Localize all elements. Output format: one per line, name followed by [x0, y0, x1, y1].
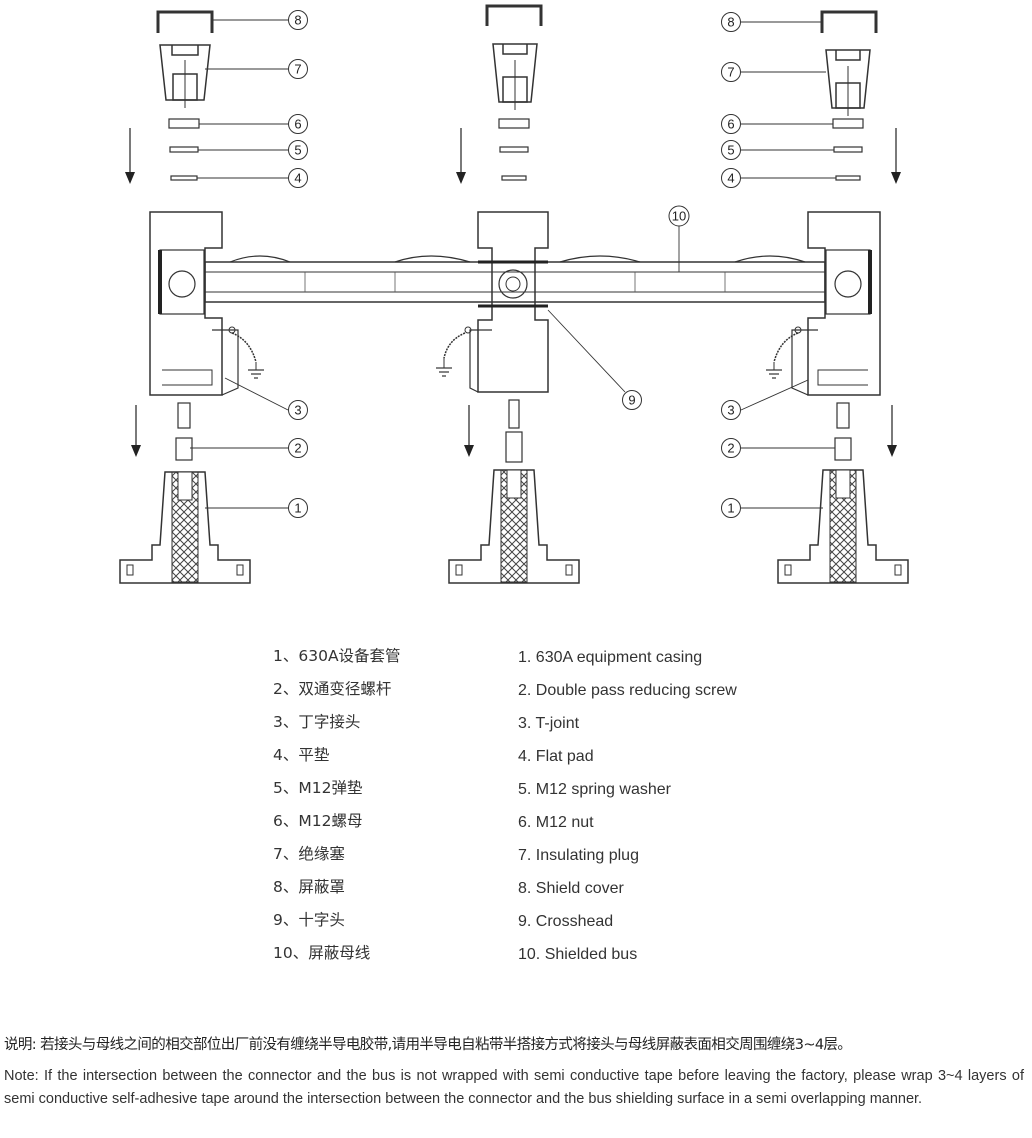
legend-english: 1. 630A equipment casing 2. Double pass …	[518, 641, 737, 971]
shield-cover-left	[156, 10, 214, 33]
callout-3-left: 3	[288, 400, 308, 420]
callout-4-left: 4	[288, 168, 308, 188]
legend-cn-item: 4、平垫	[273, 746, 330, 764]
legend-cn-item: 1、630A设备套管	[273, 647, 401, 665]
assembly-diagram: 8 7 6 5 4 3 2 1 8 7 6 5	[119, 4, 909, 584]
legend-en-item: 10. Shielded bus	[518, 946, 638, 963]
svg-text:4: 4	[294, 171, 301, 186]
shield-cover-middle	[485, 4, 543, 26]
callout-5-right: 5	[721, 140, 741, 160]
down-arrow-bottom-middle	[464, 405, 474, 457]
legend-en-item: 3. T-joint	[518, 715, 580, 732]
callout-1-left: 1	[288, 498, 308, 518]
svg-text:5: 5	[294, 143, 301, 158]
callout-9: 9	[622, 390, 642, 410]
down-arrow-top-right	[891, 128, 901, 184]
insulating-plug-left	[159, 44, 211, 108]
reducing-screw-right	[834, 402, 852, 461]
legend-en-item: 4. Flat pad	[518, 748, 594, 765]
svg-text:8: 8	[294, 13, 301, 28]
callout-4-right: 4	[721, 168, 741, 188]
legend-en-item: 7. Insulating plug	[518, 847, 639, 864]
callout-8-left: 8	[288, 10, 308, 30]
note-chinese: 说明: 若接头与母线之间的相交部位出厂前没有缠绕半导电胶带,请用半导电自粘带半搭…	[4, 1037, 852, 1053]
flat-pad-left	[170, 175, 198, 181]
legend-en-item: 1. 630A equipment casing	[518, 649, 703, 666]
svg-text:1: 1	[727, 501, 734, 516]
callout-10: 10	[668, 205, 690, 227]
svg-text:4: 4	[727, 171, 734, 186]
nut-right	[832, 118, 864, 129]
svg-text:6: 6	[294, 117, 301, 132]
callout-5-left: 5	[288, 140, 308, 160]
callout-8-right: 8	[721, 12, 741, 32]
note-english: Note: If the intersection between the co…	[4, 1068, 1024, 1107]
nut-middle	[498, 118, 530, 129]
reducing-screw-left	[175, 402, 193, 461]
svg-text:2: 2	[727, 441, 734, 456]
svg-text:3: 3	[294, 403, 301, 418]
svg-text:6: 6	[727, 117, 734, 132]
legend-en-item: 2. Double pass reducing screw	[518, 682, 737, 699]
callout-6-right: 6	[721, 114, 741, 134]
down-arrow-bottom-right	[887, 405, 897, 457]
shield-cover-right	[820, 10, 878, 33]
svg-text:3: 3	[727, 403, 734, 418]
svg-text:2: 2	[294, 441, 301, 456]
equipment-casing-right	[777, 469, 909, 584]
svg-text:7: 7	[727, 65, 734, 80]
svg-text:8: 8	[727, 15, 734, 30]
svg-text:1: 1	[294, 501, 301, 516]
insulating-plug-right	[825, 49, 871, 116]
spring-washer-right	[833, 146, 863, 153]
reducing-screw-middle	[505, 399, 523, 463]
legend-chinese: 1、630A设备套管 2、双通变径螺杆 3、丁字接头 4、平垫 5、M12弹垫 …	[273, 640, 401, 970]
down-arrow-top-left	[125, 128, 135, 184]
t-joint-left	[149, 211, 264, 396]
svg-text:9: 9	[628, 393, 635, 408]
legend-cn-item: 9、十字头	[273, 911, 345, 929]
equipment-casing-middle	[448, 469, 580, 584]
legend-en-item: 6. M12 nut	[518, 814, 594, 831]
svg-text:7: 7	[294, 62, 301, 77]
svg-text:10: 10	[672, 209, 686, 224]
callout-2-left: 2	[288, 438, 308, 458]
callout-2-right: 2	[721, 438, 741, 458]
nut-left	[168, 118, 200, 129]
legend-en-item: 8. Shield cover	[518, 880, 624, 897]
callout-3-right: 3	[721, 400, 741, 420]
insulating-plug-middle	[492, 43, 538, 110]
equipment-casing-left	[119, 471, 251, 584]
legend-cn-item: 2、双通变径螺杆	[273, 680, 392, 698]
legend-cn-item: 10、屏蔽母线	[273, 944, 371, 962]
legend-cn-item: 3、丁字接头	[273, 713, 361, 731]
crosshead-middle	[436, 211, 549, 393]
legend-cn-item: 6、M12螺母	[273, 812, 363, 830]
svg-text:5: 5	[727, 143, 734, 158]
flat-pad-right	[835, 175, 861, 181]
down-arrow-bottom-left	[131, 405, 141, 457]
flat-pad-middle	[501, 175, 527, 181]
legend-en-item: 5. M12 spring washer	[518, 781, 671, 798]
spring-washer-left	[169, 146, 199, 153]
down-arrow-top-middle	[456, 128, 466, 184]
spring-washer-middle	[499, 146, 529, 153]
callout-7-left: 7	[288, 59, 308, 79]
callout-6-left: 6	[288, 114, 308, 134]
t-joint-right	[766, 211, 881, 396]
legend-cn-item: 8、屏蔽罩	[273, 878, 345, 896]
callout-1-right: 1	[721, 498, 741, 518]
callout-7-right: 7	[721, 62, 741, 82]
legend-en-item: 9. Crosshead	[518, 913, 614, 930]
legend-cn-item: 7、绝缘塞	[273, 845, 345, 863]
leader-lines	[190, 19, 836, 509]
legend-cn-item: 5、M12弹垫	[273, 779, 363, 797]
